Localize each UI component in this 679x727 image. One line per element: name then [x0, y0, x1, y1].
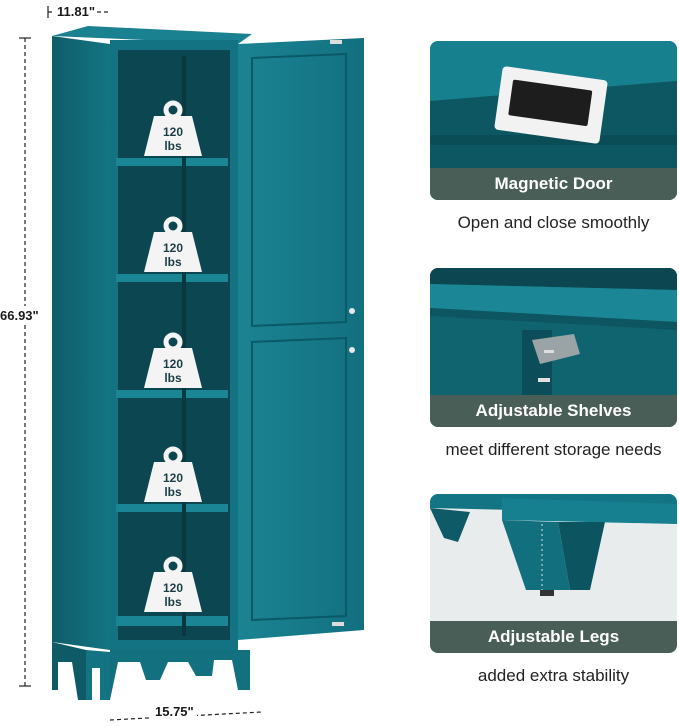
- weight-unit: lbs: [164, 595, 182, 609]
- depth-dimension-label: 11.81": [55, 4, 97, 19]
- feature-panel-adjustable-shelves: Adjustable Shelves: [430, 268, 677, 427]
- weight-unit: lbs: [164, 139, 182, 153]
- weight-badge-4: 120 lbs: [144, 446, 202, 502]
- weight-value: 120: [163, 241, 183, 255]
- shelves: [116, 158, 228, 626]
- feature-title: Magnetic Door: [430, 168, 677, 200]
- weight-badge-2: 120 lbs: [144, 216, 202, 272]
- feature-title: Adjustable Legs: [430, 621, 677, 653]
- weight-badge-3: 120 lbs: [144, 332, 202, 388]
- weight-value: 120: [163, 125, 183, 139]
- height-dimension-label: 66.93": [0, 306, 39, 325]
- weight-badge-1: 120 lbs: [144, 100, 202, 156]
- cabinet-illustration: [52, 26, 364, 700]
- feature-panel-adjustable-legs: Adjustable Legs: [430, 494, 677, 653]
- feature-caption: meet different storage needs: [445, 440, 662, 459]
- weight-badge-5: 120 lbs: [144, 556, 202, 612]
- feature-panel-magnetic-door: Magnetic Door: [430, 41, 677, 200]
- weight-unit: lbs: [164, 485, 182, 499]
- weight-value: 120: [163, 471, 183, 485]
- weight-value: 120: [163, 581, 183, 595]
- cabinet-legs: [52, 642, 250, 700]
- weight-value: 120: [163, 357, 183, 371]
- weight-unit: lbs: [164, 371, 182, 385]
- feature-caption: added extra stability: [477, 666, 630, 685]
- weight-unit: lbs: [164, 255, 182, 269]
- feature-caption: Open and close smoothly: [457, 213, 650, 232]
- feature-title: Adjustable Shelves: [430, 395, 677, 427]
- width-dimension-label: 15.75": [152, 704, 197, 719]
